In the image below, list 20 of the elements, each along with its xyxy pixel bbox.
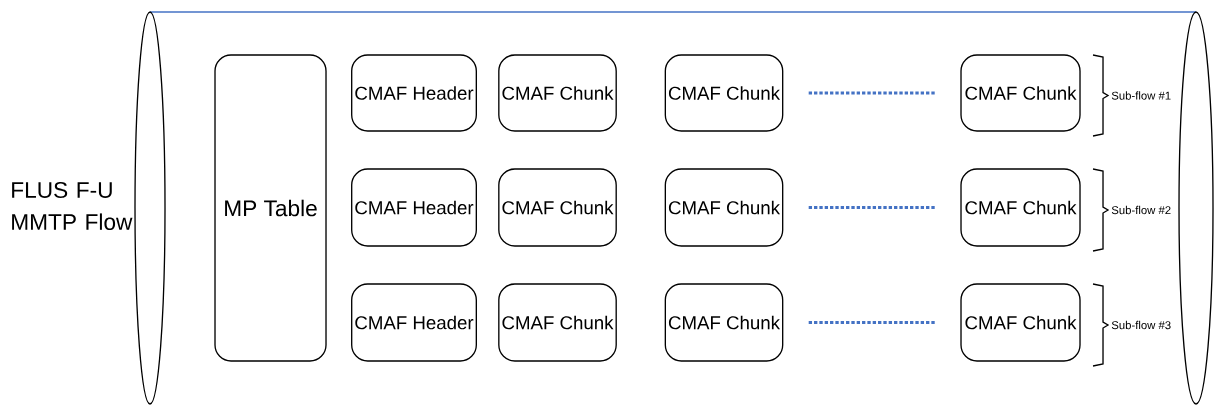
dotted-line <box>808 321 937 324</box>
rounded-box: CMAF Chunk <box>498 168 617 247</box>
flow-label: FLUS F-U MMTP Flow <box>12 182 133 231</box>
rounded-box: CMAF Chunk <box>960 54 1081 132</box>
dotted-line <box>808 91 937 95</box>
rounded-box: CMAF Chunk <box>498 283 617 362</box>
rounded-box: CMAF Header <box>351 54 477 132</box>
rounded-box: MP Table <box>214 54 327 362</box>
subflow-label: Sub-flow #3 <box>1111 320 1171 330</box>
rounded-box: CMAF Chunk <box>664 54 784 132</box>
subflow-label: Sub-flow #1 <box>1111 91 1171 100</box>
rounded-box: CMAF Chunk <box>498 54 617 132</box>
rounded-box: CMAF Header <box>351 283 477 362</box>
rounded-box: CMAF Chunk <box>960 283 1081 362</box>
rounded-box: CMAF Header <box>351 168 477 247</box>
subflow-label: Sub-flow #2 <box>1111 205 1171 215</box>
rounded-box: CMAF Chunk <box>960 168 1081 247</box>
rounded-box: CMAF Chunk <box>664 283 784 362</box>
dotted-line <box>808 206 937 209</box>
rounded-box: CMAF Chunk <box>664 168 784 247</box>
